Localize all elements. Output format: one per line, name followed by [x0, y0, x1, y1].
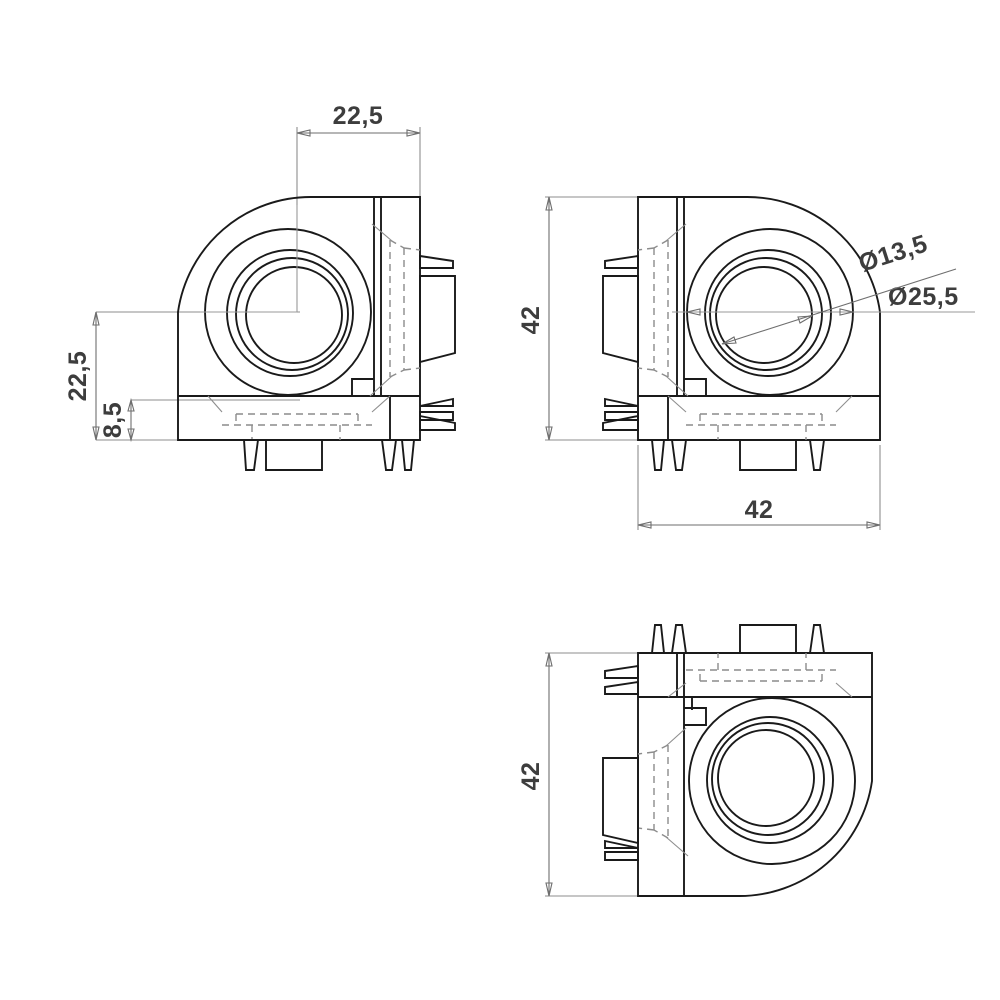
front-view-body-outline [177, 196, 421, 441]
dimension-bore-outer-label: Ø25,5 [888, 283, 959, 311]
dimension-front-width: 22,5 [296, 102, 421, 137]
dimension-front-base-height-label: 8,5 [99, 402, 127, 438]
side-view-extension-lines [545, 196, 881, 530]
side-view-left-tabs [602, 254, 639, 431]
bottom-view-extension-lines [545, 652, 640, 897]
dimension-side-width: 42 [637, 496, 881, 529]
bottom-view-left-tabs [602, 664, 639, 861]
bottom-view-step-block [684, 697, 707, 726]
front-view-hidden-lines-right [389, 239, 421, 378]
bottom-view-chamfer-lines-left [665, 727, 689, 857]
side-view-body-outline [637, 196, 881, 441]
bottom-view-hidden-lines-top [686, 653, 836, 682]
front-view-right-tabs [419, 254, 456, 431]
dimension-side-height: 42 [517, 196, 553, 441]
bottom-view-top-pins [650, 624, 826, 654]
dimension-bottom-height: 42 [517, 652, 553, 897]
dimension-front-height-label: 22,5 [64, 351, 92, 402]
bottom-view-bore-circles [688, 697, 856, 865]
bottom-view: 42 [517, 624, 873, 897]
front-view-step-block [351, 378, 374, 396]
side-view-base-chamfers [667, 395, 853, 413]
side-view-step-block [684, 378, 707, 396]
dimension-front-base-height: 8,5 [99, 397, 135, 443]
dimension-front-width-label: 22,5 [333, 102, 384, 130]
front-view: 22,5 22,5 8,5 [64, 102, 456, 471]
dimension-front-height: 22,5 [64, 311, 100, 441]
front-view-base-chamfers [207, 395, 391, 413]
front-view-bottom-pins [242, 439, 416, 471]
dimension-bottom-height-label: 42 [517, 762, 545, 791]
dimension-side-width-label: 42 [745, 496, 774, 524]
side-view-bottom-pins [650, 439, 826, 471]
side-view-hidden-lines-left [637, 239, 669, 378]
bottom-view-body-outline [637, 652, 873, 897]
bottom-view-base-chamfers [667, 682, 853, 698]
side-view-hidden-lines-base [686, 413, 836, 440]
side-view-chamfer-lines-left [665, 223, 689, 397]
dimension-bore-inner-label: Ø13,5 [855, 229, 931, 277]
side-view: Ø25,5 Ø13,5 42 42 [517, 196, 975, 530]
bottom-view-hidden-lines-left [637, 744, 669, 839]
front-view-hidden-lines-base [222, 413, 372, 440]
front-view-centerlines [200, 205, 298, 313]
front-view-chamfer-lines-right [369, 223, 393, 397]
dimension-side-height-label: 42 [517, 306, 545, 335]
dimension-bore-outer: Ø25,5 [686, 283, 959, 316]
